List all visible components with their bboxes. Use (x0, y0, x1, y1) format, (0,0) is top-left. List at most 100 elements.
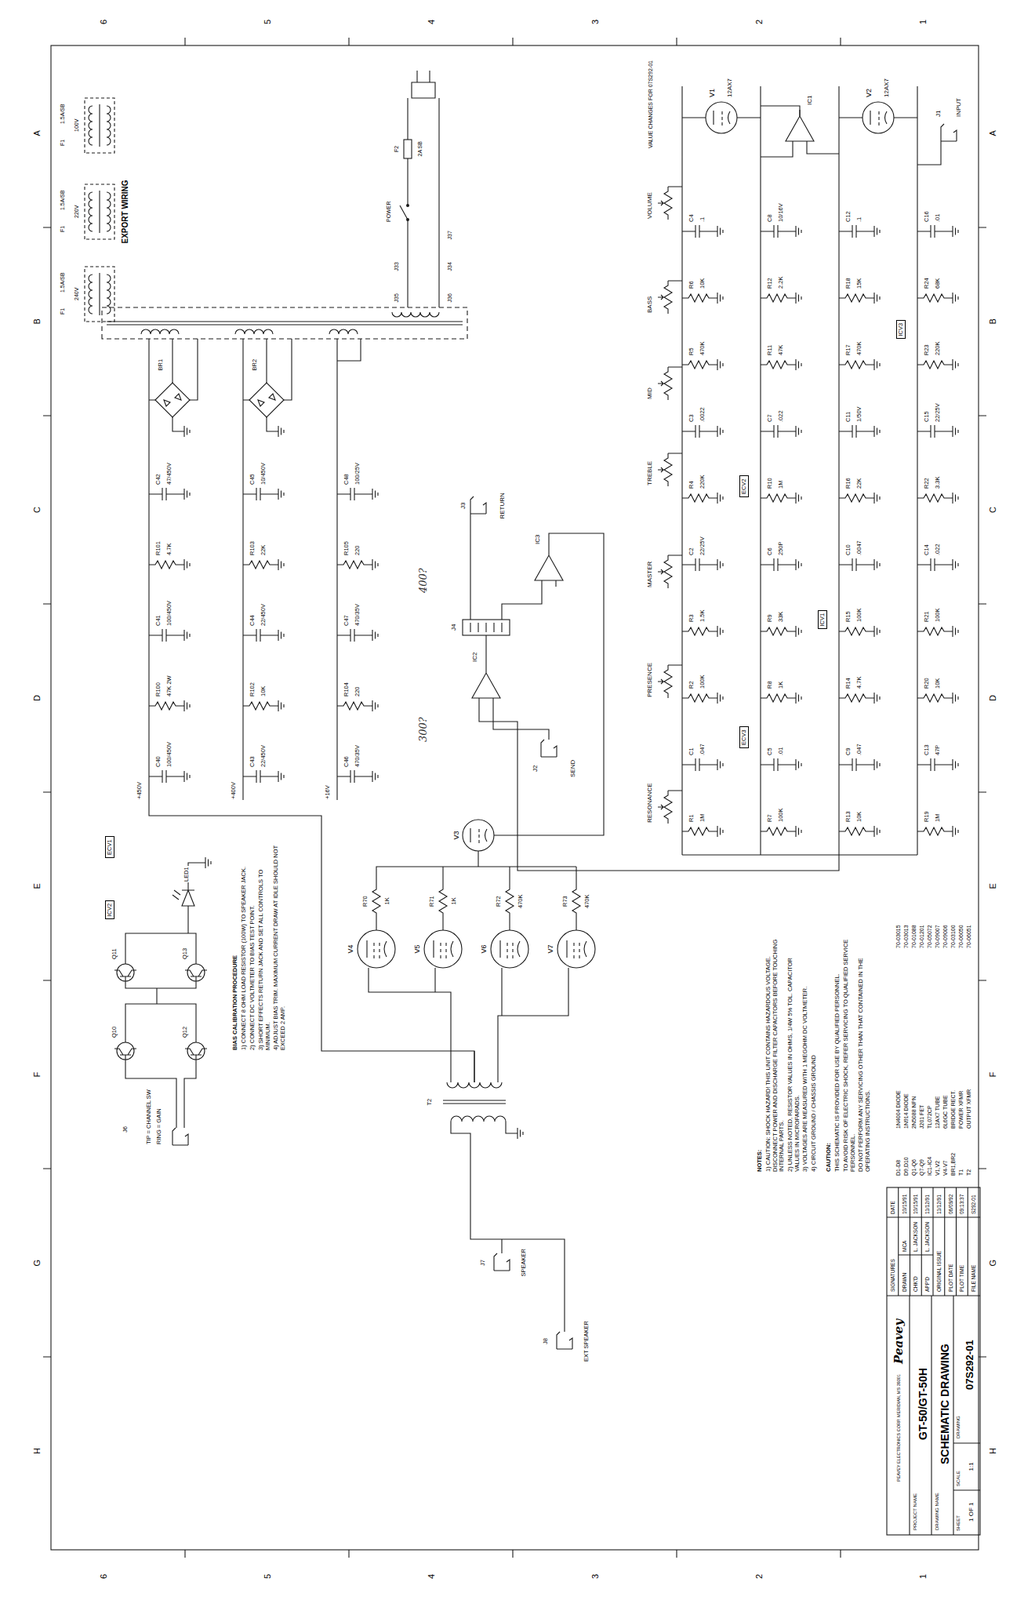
schematic-note: 3) VOLTAGES ARE MEASURED WITH 1 MEGOHM D… (802, 935, 810, 1173)
title-block-text: PROJECT NAME (912, 1492, 919, 1531)
output-label: EXT SPEAKER (583, 1319, 591, 1362)
schematic-note: 1) CAUTION: SHOCK HAZARD! THIS UNIT CONT… (765, 935, 786, 1173)
output-label: V4 (346, 943, 355, 954)
export-transformers (84, 98, 115, 322)
preamp (657, 86, 959, 855)
rail-voltage: +450V (136, 780, 144, 800)
part-label: C43 (249, 755, 257, 768)
preamp-label: 12AX7 (726, 77, 734, 99)
component-box: ECV3 (739, 726, 750, 749)
part-label: .022 (934, 542, 942, 556)
control-label: PRESENCE (646, 661, 654, 698)
part-label: R105 (343, 540, 351, 556)
part-label: 15K (856, 277, 864, 290)
part-label: C5 (766, 746, 774, 756)
title-block-text: APP'D (924, 1275, 930, 1293)
sheet-frame (43, 37, 987, 1558)
zone-letter: B (32, 317, 43, 325)
export-label: 1.5A/SB (59, 271, 66, 294)
part-label: 22K (856, 477, 864, 490)
part-label: C42 (155, 472, 163, 486)
parts-list-cell: 70-01201 (918, 923, 926, 949)
part-label: C11 (845, 410, 853, 423)
part-label: 100/450V (166, 740, 174, 768)
part-label: C46 (343, 755, 351, 768)
parts-list-cell: V1,V2 (934, 1159, 941, 1177)
title-block-text: 1 OF 1 (967, 1501, 975, 1522)
part-label: 10K (699, 277, 707, 290)
caution-note: TO AVOID RISK OF ELECTRIC SHOCK, REFER S… (842, 935, 857, 1173)
title-block-text: SHEET (955, 1514, 962, 1532)
title-block-text: DRAWING (955, 1414, 962, 1439)
parts-list-cell: 70-03015 (895, 923, 902, 949)
loop-label: J4 (450, 623, 458, 632)
title-block-text: CHK'D (912, 1274, 919, 1293)
control-label: TREBLE (646, 460, 654, 487)
part-label: C13 (923, 743, 931, 756)
control-label: VOLUME (646, 191, 654, 220)
parts-list-cell: 12AX7 TUBE (934, 1094, 941, 1130)
part-label: R18 (845, 276, 853, 290)
preamp-label: V1 (708, 87, 716, 99)
part-label: R17 (845, 343, 853, 356)
control-label: BASS (646, 295, 654, 314)
power-label: F2 (393, 145, 400, 153)
component-box: ECV2 (739, 475, 750, 498)
part-label: .01 (934, 213, 942, 223)
output-label: R73 (562, 894, 570, 908)
parts-list-cell: BRIDGE RECT. (950, 1089, 957, 1130)
rail-voltage: +16V (324, 784, 332, 800)
title-block-text: DRAWN (901, 1271, 908, 1293)
part-label: 1M (777, 479, 785, 490)
export-label: 1.5A/SB (59, 102, 66, 125)
effects-loop (462, 496, 839, 871)
part-label: R15 (845, 610, 853, 623)
part-label: 47K (777, 344, 785, 356)
part-label: BR1 (157, 358, 165, 372)
schematic-note: 2) UNLESS NOTED, RESISTOR VALUES IN OHMS… (787, 935, 801, 1173)
parts-list-cell: 70-06050 (958, 923, 965, 949)
part-label: 2.2K (777, 276, 785, 290)
part-label: C15 (923, 410, 931, 423)
part-label: BR2 (251, 358, 259, 372)
power-transformer (101, 307, 468, 339)
part-label: C8 (766, 213, 774, 223)
parts-list-cell: T2 (966, 1168, 973, 1177)
part-label: .01 (777, 746, 785, 756)
part-label: R14 (845, 676, 853, 690)
part-label: 470K (699, 340, 707, 356)
part-label: 470/35V (354, 602, 362, 627)
export-label: 220V (73, 204, 80, 219)
export-label: F1 (59, 307, 66, 316)
title-block-text: 09:13:37 (958, 1193, 965, 1215)
power-label: POWER (385, 200, 393, 223)
caution-note: DO NOT PERFORM ANY SERVICING OTHER THAN … (857, 935, 872, 1173)
part-label: R5 (688, 346, 696, 356)
power-label: J36 (446, 292, 454, 303)
zone-letter: E (32, 882, 43, 890)
part-label: 47K 2W (166, 674, 174, 698)
part-label: C40 (155, 755, 163, 768)
zone-letter: G (987, 1258, 999, 1268)
component-box: ECV1 (105, 835, 116, 858)
part-label: 4.7K (166, 542, 174, 556)
preamp-label: V2 (864, 87, 873, 99)
part-label: R22 (923, 476, 931, 490)
component-box: ICV3 (896, 319, 907, 340)
power-label: J37 (446, 229, 454, 240)
title-block-text: 10/15/91 (901, 1193, 908, 1215)
bias-note: 3) SHORT EFFECTS RETURN JACK AND SET ALL… (257, 841, 272, 1051)
part-label: .1 (699, 216, 707, 223)
part-label: R7 (766, 813, 774, 823)
preamp-label: INPUT (955, 97, 963, 118)
title-block-text: PEAVEY ELECTRONICS CORP. MERIDIAN, MS 39… (896, 1372, 901, 1482)
output-label: 1K (450, 896, 458, 905)
box-label: ICV2 (105, 903, 113, 917)
output-label: V5 (413, 943, 422, 954)
title-block-text: FILE NAME (970, 1263, 977, 1293)
export-label: EXPORT WIRING (120, 178, 131, 244)
zone-number: 4 (426, 18, 437, 26)
part-label: 100K (856, 606, 864, 623)
part-label: R2 (688, 679, 696, 690)
output-label: SPEAKER (520, 1247, 528, 1277)
